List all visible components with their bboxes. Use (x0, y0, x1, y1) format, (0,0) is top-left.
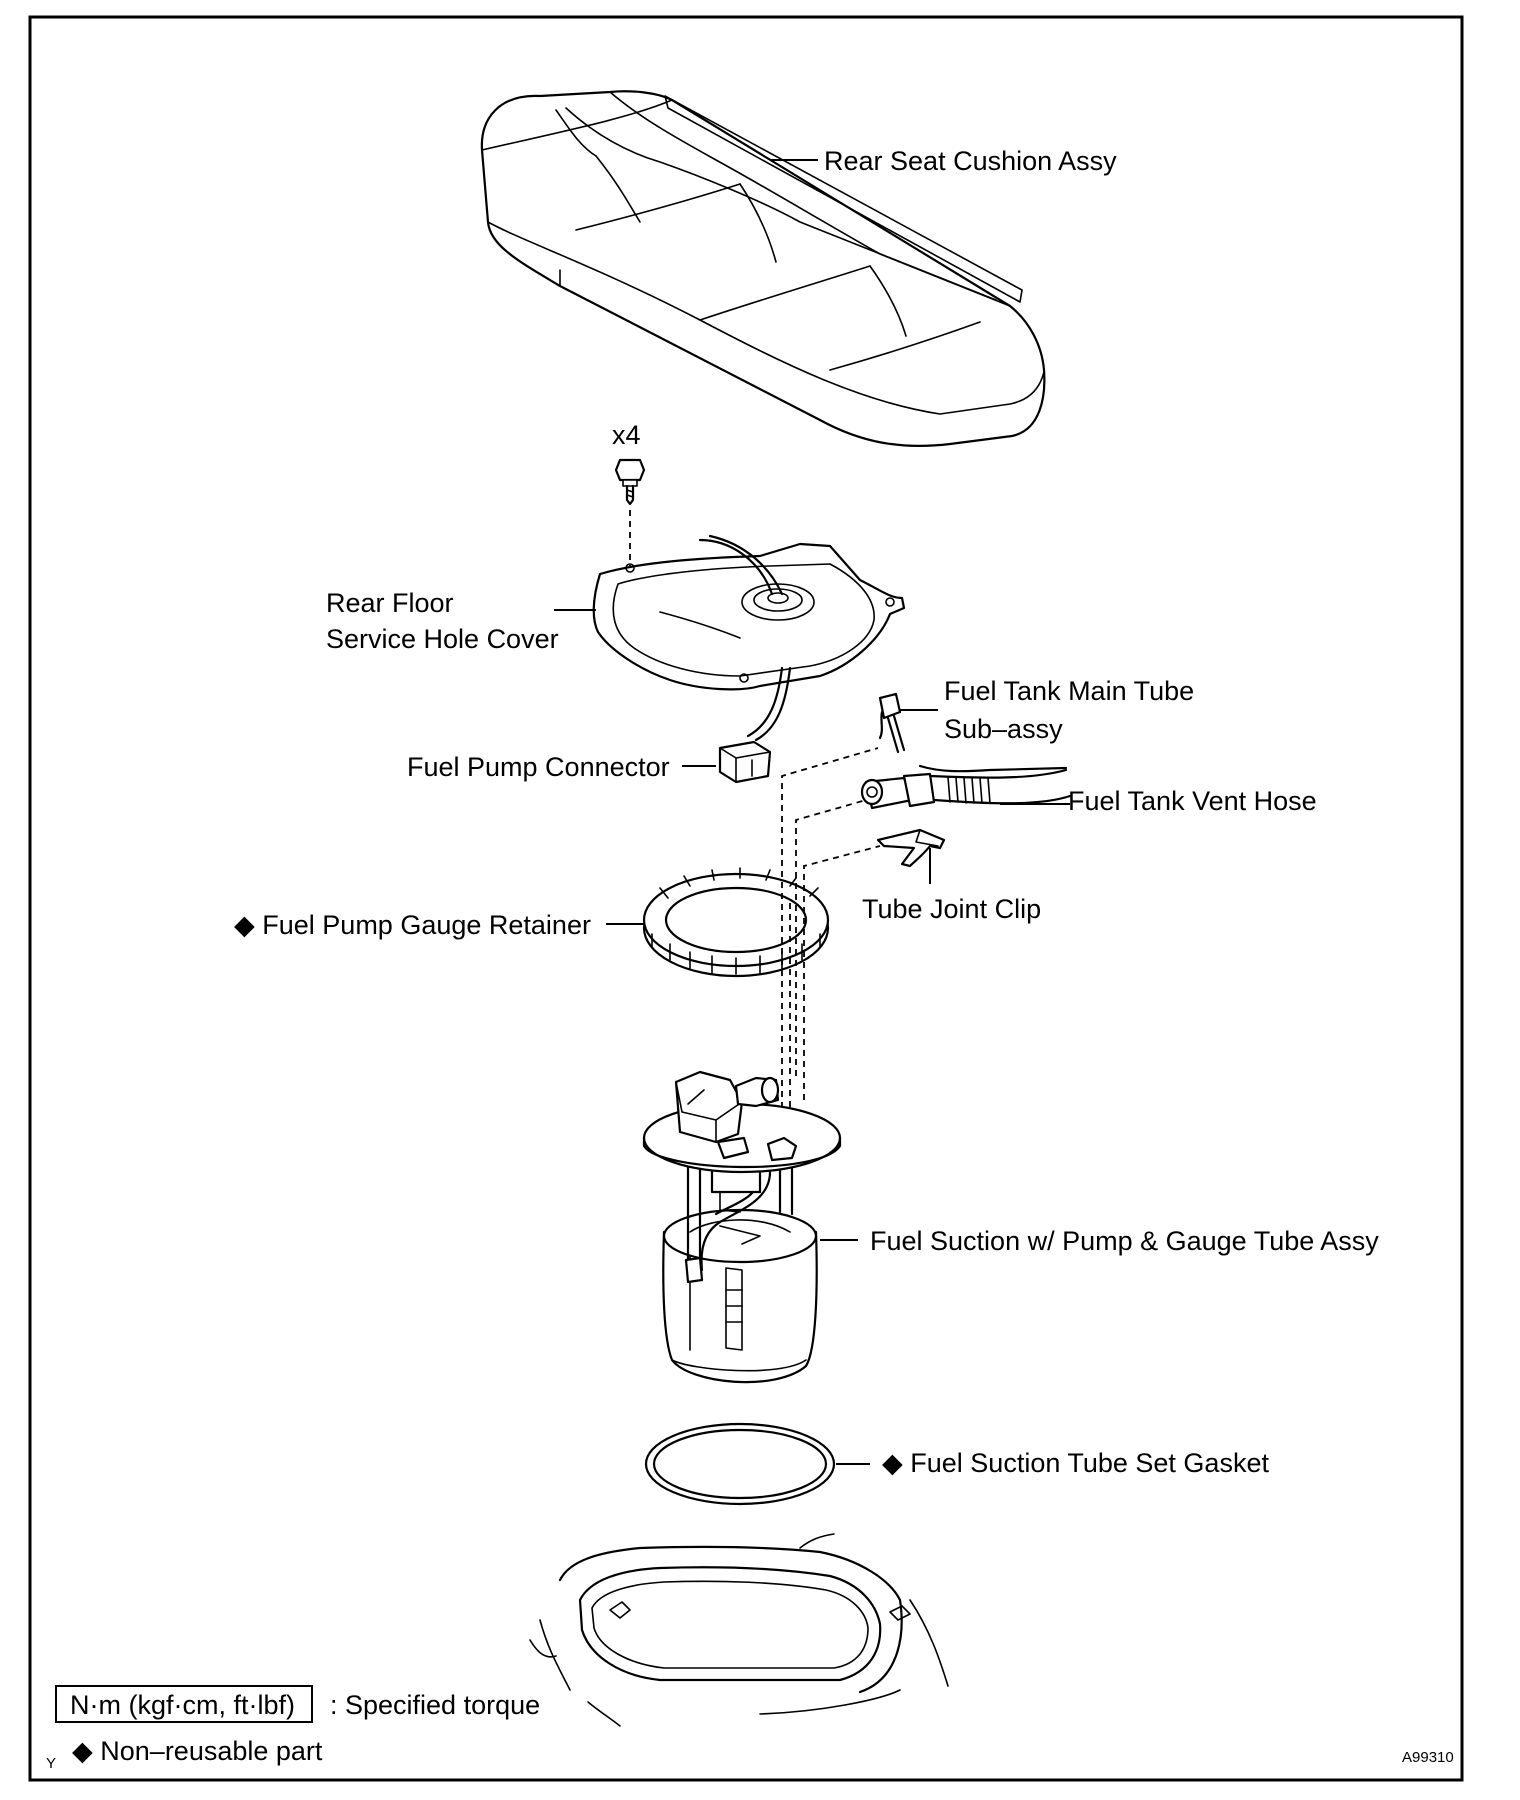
torque-legend-box (55, 1685, 313, 1723)
bolt-drawing (614, 458, 646, 506)
corner-mark: Y (46, 1755, 56, 1772)
figure-code: A99310 (1402, 1749, 1454, 1766)
service-hole-cover-drawing (592, 534, 906, 691)
fuel-pump-connector-label: Fuel Pump Connector (407, 752, 670, 782)
fuel-pump-assembly-drawing (642, 1070, 842, 1384)
torque-legend-text: : Specified torque (330, 1690, 540, 1720)
main-tube-label-line1: Fuel Tank Main Tube (944, 676, 1194, 706)
main-tube-drawing (878, 692, 906, 754)
alignment-dashed-lines (781, 747, 881, 1152)
pump-assembly-label: Fuel Suction w/ Pump & Gauge Tube Assy (870, 1226, 1379, 1256)
main-tube-label-line2: Sub–assy (944, 714, 1063, 744)
rear-seat-cushion-drawing (480, 90, 1046, 447)
nonreusable-legend: ◆ Non–reusable part (72, 1736, 323, 1766)
vent-hose-label: Fuel Tank Vent Hose (1068, 786, 1317, 816)
gauge-retainer-drawing (642, 867, 830, 978)
rear-seat-cushion-label: Rear Seat Cushion Assy (824, 146, 1117, 176)
tube-joint-clip-label: Tube Joint Clip (862, 894, 1041, 924)
fuel-pump-connector-drawing (718, 666, 792, 784)
diagram-frame (28, 15, 1464, 1782)
gasket-label: ◆ Fuel Suction Tube Set Gasket (882, 1448, 1269, 1478)
torque-legend-unit: N·m (kgf·cm, ft·lbf) (70, 1690, 295, 1720)
floor-opening-drawing (529, 1533, 949, 1727)
tube-joint-clip-drawing (876, 828, 946, 868)
gauge-retainer-label: ◆ Fuel Pump Gauge Retainer (234, 910, 591, 940)
gasket-drawing (644, 1422, 836, 1506)
quantity-label: x4 (612, 420, 641, 450)
service-hole-cover-label-line2: Service Hole Cover (326, 624, 559, 654)
service-hole-cover-label-line1: Rear Floor (326, 588, 454, 618)
vent-hose-drawing (860, 764, 1072, 810)
